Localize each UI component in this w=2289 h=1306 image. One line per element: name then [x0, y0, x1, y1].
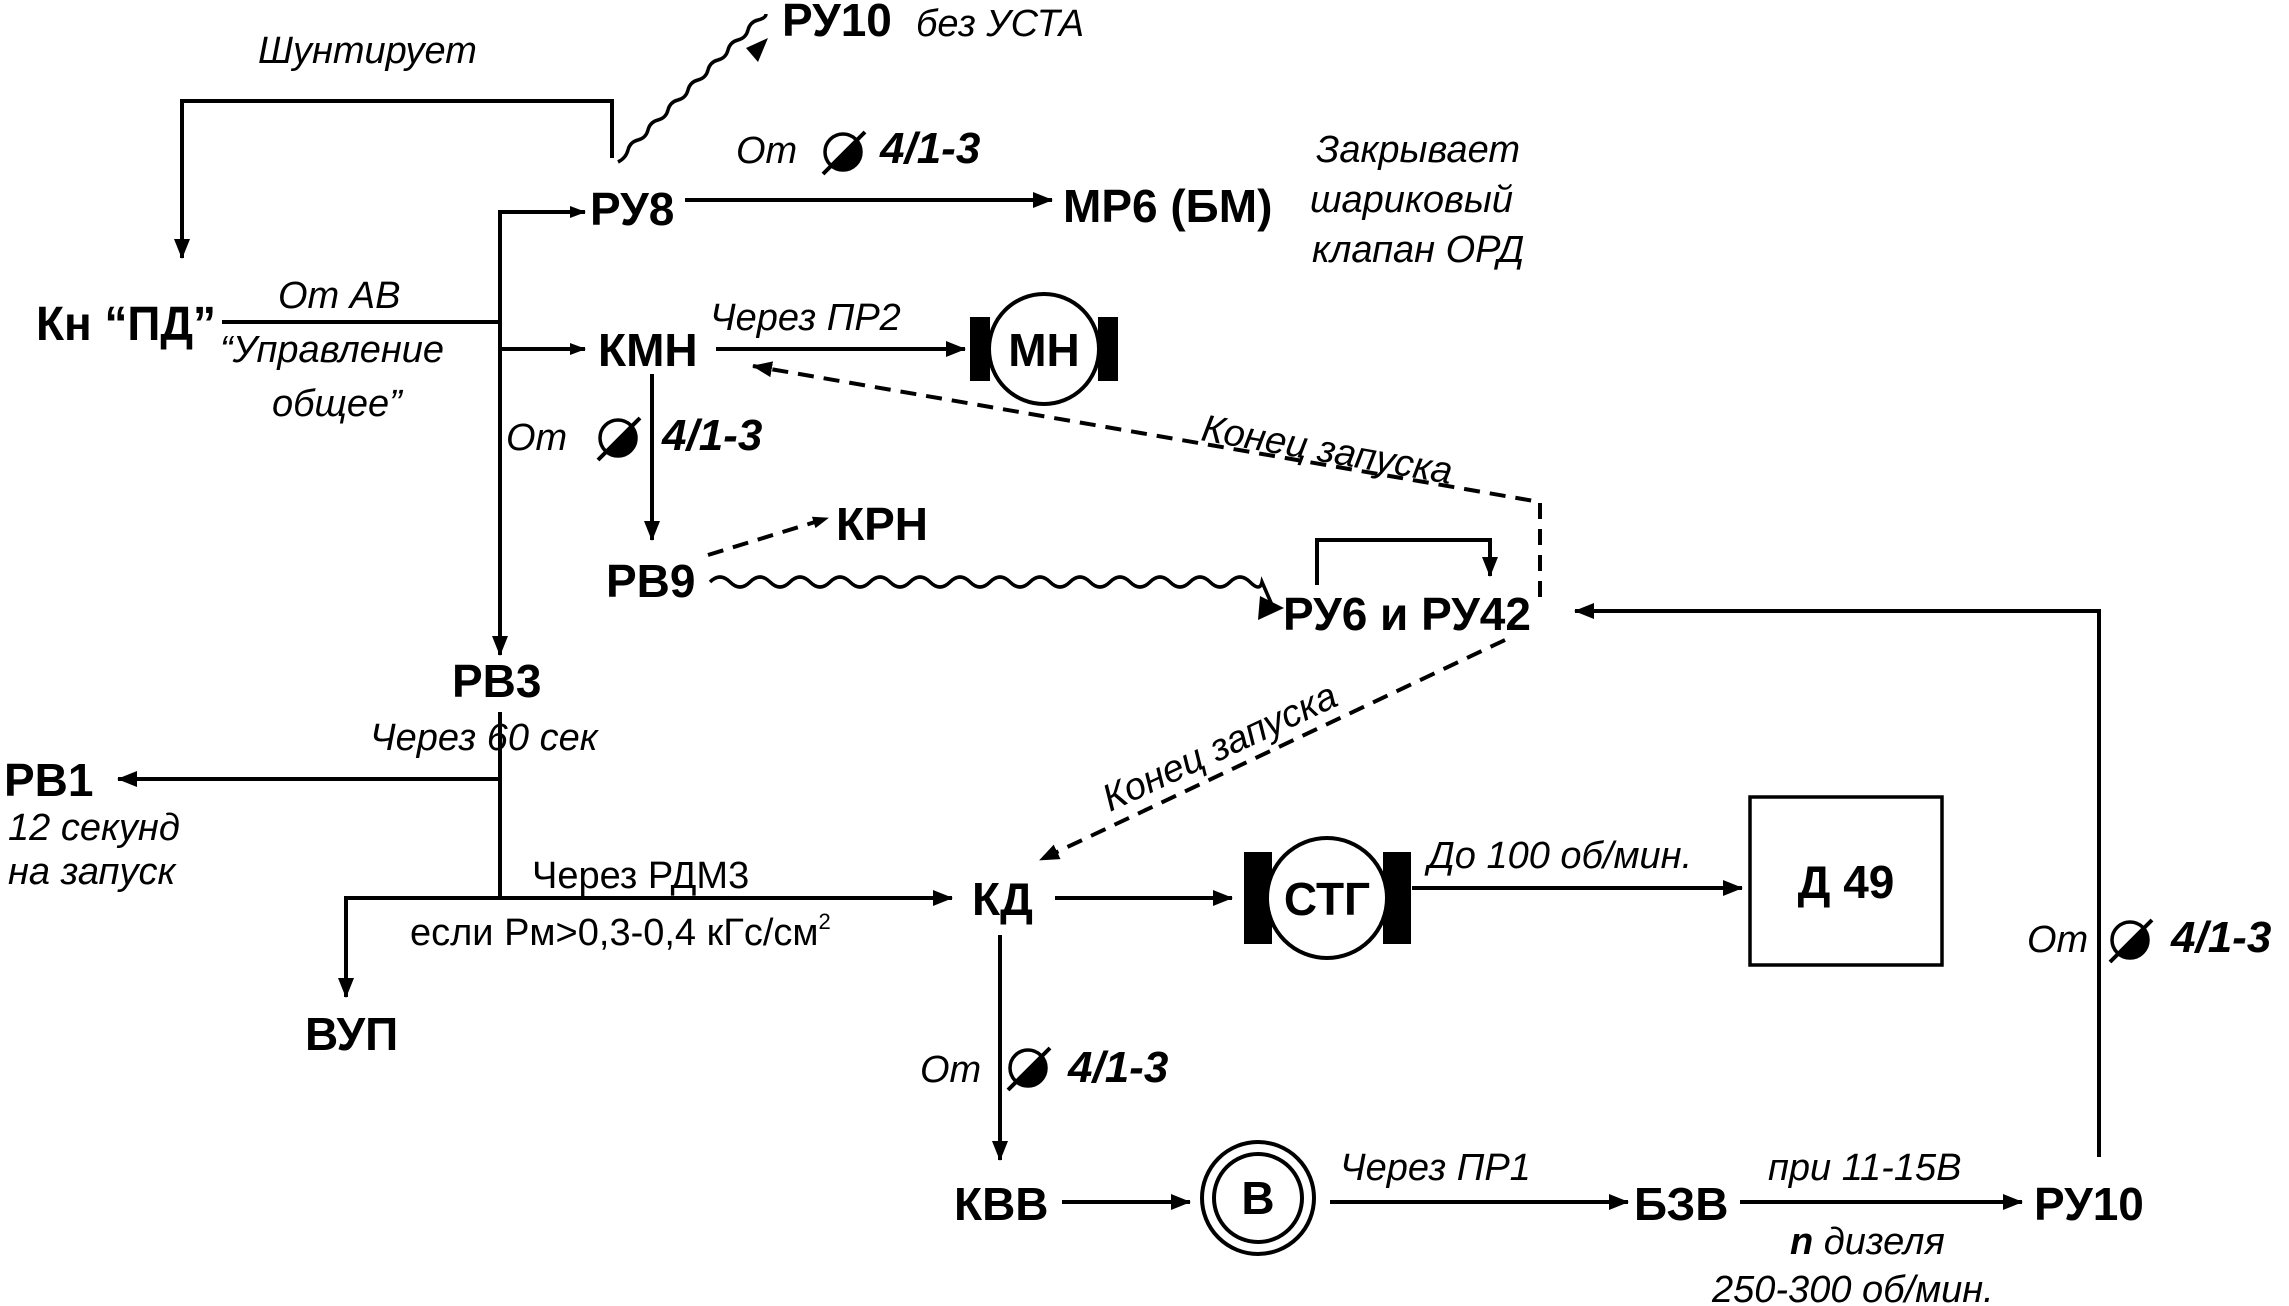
label-src-code-kd: 4/1-3 [1067, 1043, 1168, 1092]
mr6-note-2: шариковый [1310, 179, 1513, 221]
label-esli-pm: если Рм>0,3-0,4 кГс/см2 [410, 909, 831, 954]
label-cherez-rdm3: Через РДМ3 [532, 855, 749, 897]
source-icon [1006, 1046, 1052, 1092]
dashed-line-ru6-kd [1039, 638, 1506, 862]
label-cherez-60: Через 60 сек [370, 717, 600, 759]
v-label: В [1241, 1172, 1274, 1224]
label-ot-kmn: От [506, 417, 567, 459]
dashed-line-ru6-kmn [752, 361, 1542, 597]
node-rv3: РВ3 [452, 655, 541, 707]
node-kmn: КМН [598, 324, 698, 376]
self-loop-ru6 [1315, 538, 1498, 585]
source-icon [2108, 918, 2154, 964]
label-konec-zapuska-2: Конец запуска [1096, 675, 1344, 820]
node-d49: Д 49 [1798, 856, 1895, 908]
node-ru10-bottom: РУ10 [2034, 1178, 2144, 1230]
trunk-line-up [498, 206, 586, 322]
stg-label: СТГ [1284, 873, 1370, 925]
node-mr6: МР6 (БМ) [1063, 180, 1272, 232]
line-rv3-vup [338, 896, 500, 998]
label-konec-zapuska-1: Конец запуска [1198, 408, 1455, 493]
motor-mn: МН [970, 292, 1118, 406]
line-ru10-ru6 [1574, 603, 2101, 1157]
ru10-top-note: без УСТА [916, 3, 1084, 45]
starter-generator-stg: СТГ [1244, 836, 1411, 960]
shunt-line [174, 99, 614, 259]
mr6-note-3: клапан ОРД [1312, 229, 1524, 271]
label-do-100: До 100 об/мин. [1424, 835, 1692, 877]
label-ot-av: От АВ [278, 275, 400, 317]
label-upravlenie-2: общее” [272, 383, 404, 425]
wavy-line-ru8-ru10 [617, 13, 768, 164]
label-ot-kd: От [920, 1049, 981, 1091]
node-bzv: БЗВ [1634, 1178, 1729, 1230]
node-ru6-ru42: РУ6 и РУ42 [1283, 588, 1531, 640]
label-n-dizelya: n дизеля [1790, 1221, 1945, 1263]
mr6-note-1: Закрывает [1316, 129, 1520, 171]
node-kvv: КВВ [954, 1178, 1049, 1230]
label-upravlenie-1: “Управление [220, 329, 444, 371]
label-src-code-kmn: 4/1-3 [661, 411, 762, 460]
wave-arrowhead [746, 38, 768, 62]
node-ru10-top: РУ10 [782, 0, 892, 46]
source-icon [596, 416, 642, 462]
node-kn-pd: Кн “ПД” [36, 298, 216, 351]
node-rv1: РВ1 [4, 754, 93, 806]
wave-arrowhead [1258, 596, 1284, 620]
motor-mn-label: МН [1008, 324, 1080, 376]
shunt-label: Шунтирует [258, 30, 477, 72]
label-src-code-ru10: 4/1-3 [2170, 913, 2271, 962]
label-src-code-ru8: 4/1-3 [879, 124, 980, 173]
label-cherez-pr1: Через ПР1 [1340, 1147, 1531, 1189]
label-ot-ru10: От [2027, 919, 2088, 961]
node-vup: ВУП [305, 1008, 398, 1060]
node-kd: КД [972, 873, 1033, 925]
label-pri-11-15: при 11-15В [1768, 1147, 1961, 1189]
node-rv9: РВ9 [606, 555, 695, 607]
rv1-note-1: 12 секунд [8, 807, 180, 849]
exciter-v: В [1200, 1140, 1316, 1256]
label-ot-ru8: От [736, 130, 797, 172]
label-rpm-250: 250-300 об/мин. [1711, 1269, 1994, 1306]
source-icon [821, 130, 867, 176]
node-krn: КРН [836, 498, 928, 550]
box-d49 [1748, 795, 1944, 967]
line-rv9-krn [707, 516, 829, 557]
label-cherez-pr2: Через ПР2 [710, 297, 901, 339]
rv1-note-2: на запуск [8, 851, 177, 893]
wavy-line-rv9-ru6 [708, 575, 1274, 606]
node-ru8: РУ8 [590, 183, 674, 235]
